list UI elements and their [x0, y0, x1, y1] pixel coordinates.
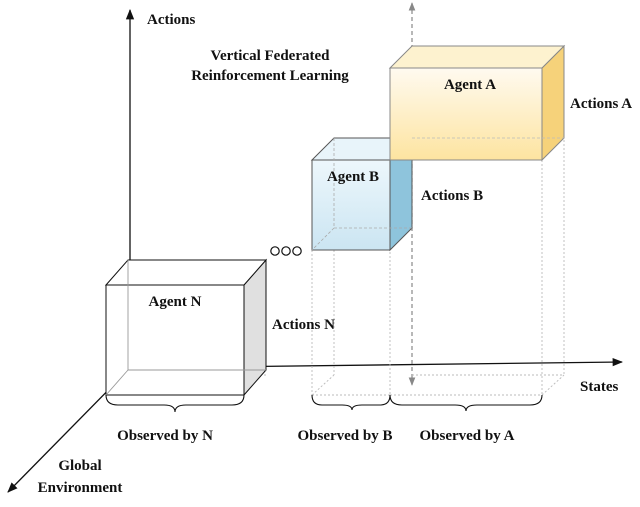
observed-by-b-label: Observed by B — [297, 428, 392, 444]
observed-by-n-label: Observed by N — [117, 428, 213, 444]
agent-a-cube — [388, 44, 566, 162]
x-axis-label: States — [580, 379, 618, 395]
agent-n-label: Agent N — [149, 294, 202, 310]
agent-n-actions-label: Actions N — [272, 317, 335, 333]
agent-b-label: Agent B — [327, 169, 379, 185]
observed-by-a-label: Observed by A — [419, 428, 514, 444]
y-axis-label: Actions — [147, 12, 195, 28]
agent-a-label: Agent A — [444, 77, 496, 93]
bracket-observed-by-a — [389, 394, 543, 412]
agent-n-cube — [104, 258, 268, 397]
diagram-title-line2: Reinforcement Learning — [191, 68, 349, 84]
agent-a-actions-label: Actions A — [570, 96, 632, 112]
observation-brackets — [105, 394, 543, 413]
z-axis-label-line1: Global — [58, 458, 101, 474]
diagram-title-line1: Vertical Federated — [211, 48, 331, 64]
z-axis-label-line2: Environment — [38, 480, 123, 496]
agent-b-actions-label: Actions B — [421, 188, 483, 204]
bracket-observed-by-n — [105, 394, 245, 413]
bracket-observed-by-b — [311, 394, 391, 411]
ellipsis-icon — [270, 246, 302, 256]
